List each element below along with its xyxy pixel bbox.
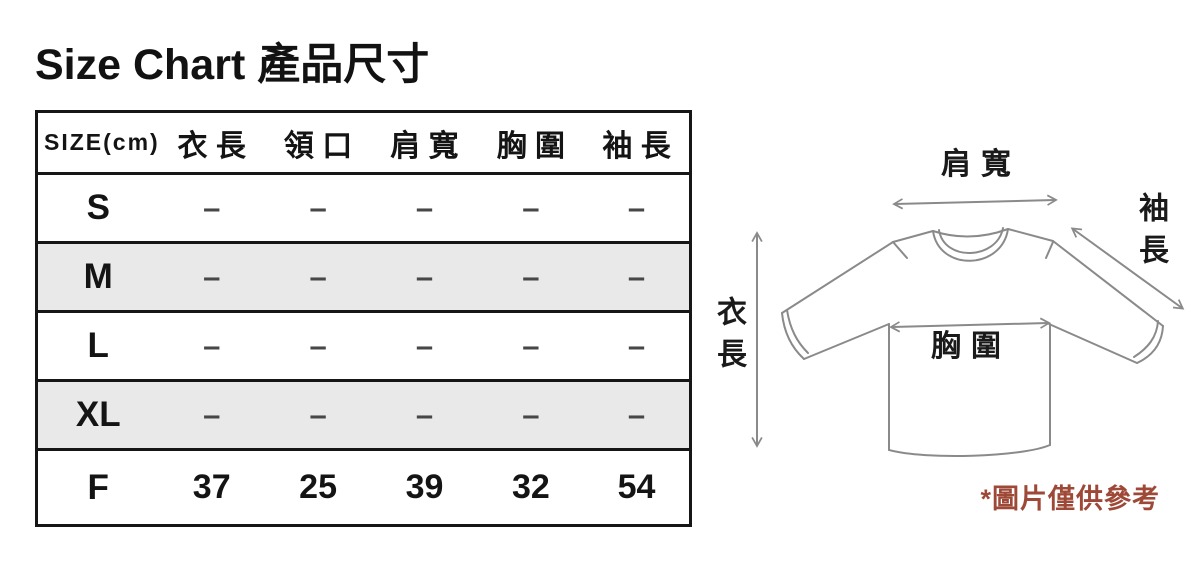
value-cell: – [522, 397, 540, 432]
collar-outline [932, 228, 1009, 262]
right-underarm [1048, 323, 1138, 364]
collar-inner-line [938, 227, 1004, 254]
header-shoulder-width: 肩 寬 [390, 129, 459, 163]
sleeve-length-arrow [1070, 227, 1185, 310]
body-hem [888, 444, 1051, 457]
left-cuff-inner [786, 309, 809, 354]
header-garment-length: 衣 長 [177, 129, 246, 163]
right-shoulder-seam [1045, 241, 1054, 259]
size-table-container: SIZE(cm) 衣 長 領 口 肩 寬 胸 圍 袖 長 S – – – – – [35, 110, 692, 527]
value-cell: – [627, 190, 646, 225]
value-cell: – [522, 259, 540, 294]
left-shoulder-seam [892, 241, 908, 259]
value-cell: – [203, 397, 221, 432]
size-cell: F [87, 467, 109, 507]
value-cell: 39 [405, 468, 444, 506]
value-cell: – [522, 190, 540, 225]
value-cell: – [415, 397, 434, 432]
shirt-illustration [751, 194, 1185, 457]
value-cell: – [627, 259, 646, 294]
table-row-s: S – – – – – [36, 174, 691, 243]
value-cell: – [309, 259, 327, 294]
size-cell: L [87, 326, 109, 365]
left-underarm [803, 323, 890, 360]
value-cell: – [309, 190, 327, 225]
right-cuff-outer [1136, 325, 1164, 364]
value-cell: 25 [299, 468, 337, 506]
value-cell: – [415, 328, 434, 363]
table-row-xl: XL – – – – – [36, 380, 691, 450]
garment-length-label: 衣長 [712, 296, 745, 380]
table-row-m: M – – – – – [36, 242, 691, 312]
value-cell: – [522, 328, 540, 363]
chest-width-label: 胸圍 [931, 330, 1011, 363]
value-cell: – [415, 259, 434, 294]
header-size-unit: SIZE(cm) [44, 129, 160, 155]
chest-width-arrow [889, 317, 1051, 333]
shirt-measurement-diagram: 肩寬 袖長 衣長 胸圍 [700, 130, 1200, 500]
table-row-l: L – – – – – [36, 312, 691, 381]
value-cell: 54 [617, 468, 656, 506]
page-title: Size Chart 產品尺寸 [35, 41, 430, 89]
left-shoulder-line [892, 230, 934, 243]
size-table: SIZE(cm) 衣 長 領 口 肩 寬 胸 圍 袖 長 S – – – – – [35, 110, 692, 527]
size-cell: S [86, 188, 110, 227]
header-sleeve-length: 袖 長 [602, 129, 671, 163]
size-table-header-row: SIZE(cm) 衣 長 領 口 肩 寬 胸 圍 袖 長 [36, 112, 691, 174]
value-cell: 37 [192, 468, 231, 506]
size-cell: M [83, 257, 113, 296]
value-cell: – [203, 328, 221, 363]
left-cuff-outer [781, 312, 805, 360]
left-sleeve-top [781, 241, 894, 314]
table-row-f: F 37 25 39 32 54 [37, 450, 691, 526]
value-cell: – [203, 190, 221, 225]
sleeve-length-label: 袖長 [1134, 192, 1167, 276]
value-cell: – [627, 397, 646, 432]
value-cell: – [309, 397, 327, 432]
value-cell: – [627, 328, 646, 363]
header-chest: 胸 圍 [496, 129, 566, 163]
shoulder-width-label: 肩寬 [941, 148, 1021, 181]
value-cell: – [309, 328, 327, 363]
shoulder-width-arrow [892, 194, 1058, 210]
value-cell: – [415, 190, 434, 225]
header-neckline: 領 口 [283, 129, 353, 163]
right-cuff-inner [1133, 320, 1159, 358]
size-cell: XL [75, 395, 121, 434]
value-cell: 32 [511, 468, 550, 506]
right-shoulder-line [1007, 228, 1054, 242]
reference-note: *圖片僅供參考 [980, 484, 1160, 514]
value-cell: – [203, 259, 221, 294]
collar-back-line [932, 228, 1009, 238]
